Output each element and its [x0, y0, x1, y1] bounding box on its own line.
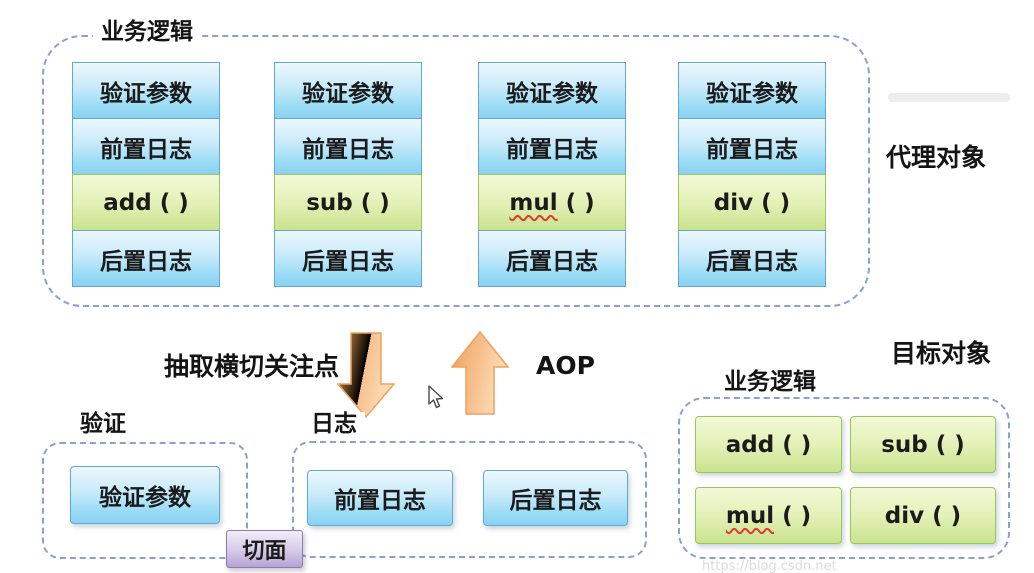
- aspect-badge: 切面: [226, 530, 303, 568]
- extract-crosscut-label: 抽取横切关注点: [164, 352, 340, 381]
- proxy-object-label: 代理对象: [886, 143, 987, 172]
- proxy-column-mul: 验证参数 前置日志 mul ( ) 后置日志: [478, 62, 626, 287]
- step-cell-label: 后置日志: [706, 248, 798, 275]
- method-cell: add ( ): [72, 174, 220, 231]
- method-suffix: ( ): [151, 189, 189, 216]
- method-suffix: ( ): [927, 431, 965, 458]
- method-cell: sub ( ): [274, 174, 422, 231]
- watermark-text: https://blog.csdn.net: [702, 559, 837, 573]
- method-cell: div ( ): [678, 174, 826, 231]
- post-log-label: 后置日志: [509, 488, 602, 514]
- target-method-add: add ( ): [695, 416, 842, 473]
- faint-watermark-smudge: [888, 93, 1010, 102]
- method-name: div: [884, 502, 925, 529]
- proxy-column-add: 验证参数 前置日志 add ( ) 后置日志: [72, 62, 220, 287]
- step-cell-label: 验证参数: [506, 80, 598, 107]
- step-cell: 验证参数: [72, 62, 220, 119]
- post-log-box: 后置日志: [483, 470, 628, 526]
- down-arrow-icon: [337, 332, 395, 419]
- method-name: mul: [509, 189, 558, 216]
- logging-group-frame: [292, 441, 647, 558]
- logging-group-label: 日志: [303, 411, 365, 438]
- method-name: sub: [306, 189, 353, 216]
- step-cell: 前置日志: [72, 118, 220, 175]
- method-name: div: [713, 189, 754, 216]
- pre-log-label: 前置日志: [334, 488, 426, 514]
- step-cell: 后置日志: [72, 230, 220, 287]
- method-suffix: ( ): [557, 189, 595, 216]
- method-suffix: ( ): [753, 189, 791, 216]
- method-suffix: ( ): [352, 189, 390, 216]
- proxy-column-div: 验证参数 前置日志 div ( ) 后置日志: [678, 62, 826, 287]
- step-cell: 前置日志: [478, 118, 626, 175]
- step-cell: 后置日志: [678, 230, 826, 287]
- target-method-mul: mul ( ): [695, 487, 842, 544]
- step-cell-label: 后置日志: [302, 248, 394, 275]
- target-group-label: 业务逻辑: [716, 369, 824, 396]
- step-cell-label: 验证参数: [302, 80, 394, 107]
- method-suffix: ( ): [774, 431, 812, 458]
- step-cell: 验证参数: [274, 62, 422, 119]
- proxy-group-frame: [42, 35, 870, 307]
- aop-label: AOP: [536, 351, 595, 380]
- step-cell: 前置日志: [274, 118, 422, 175]
- validate-params-label: 验证参数: [99, 485, 191, 511]
- step-cell-label: 前置日志: [100, 136, 192, 163]
- method-suffix: ( ): [924, 502, 962, 529]
- step-cell-label: 验证参数: [706, 80, 798, 107]
- method-cell: mul ( ): [478, 174, 626, 231]
- step-cell: 后置日志: [274, 230, 422, 287]
- method-suffix: ( ): [774, 502, 812, 529]
- step-cell: 验证参数: [478, 62, 626, 119]
- target-method-sub: sub ( ): [850, 416, 996, 473]
- target-method-div: div ( ): [850, 487, 996, 544]
- step-cell-label: 前置日志: [506, 136, 598, 163]
- proxy-column-sub: 验证参数 前置日志 sub ( ) 后置日志: [274, 62, 422, 287]
- step-cell: 验证参数: [678, 62, 826, 119]
- validation-group-frame: [42, 442, 248, 559]
- method-name: sub: [881, 431, 928, 458]
- step-cell-label: 前置日志: [706, 136, 798, 163]
- method-name: add: [725, 431, 775, 458]
- target-object-label: 目标对象: [891, 339, 992, 368]
- method-name: mul: [725, 502, 775, 529]
- step-cell: 后置日志: [478, 230, 626, 287]
- up-arrow-icon: [451, 331, 509, 415]
- proxy-group-label: 业务逻辑: [93, 19, 201, 46]
- step-cell-label: 后置日志: [100, 248, 192, 275]
- step-cell-label: 前置日志: [302, 136, 394, 163]
- mouse-cursor-icon: [428, 385, 444, 409]
- validate-params-box: 验证参数: [70, 466, 220, 524]
- step-cell-label: 后置日志: [506, 248, 598, 275]
- step-cell-label: 验证参数: [100, 80, 192, 107]
- target-group-frame: [678, 397, 1010, 559]
- method-name: add: [103, 189, 152, 216]
- pre-log-box: 前置日志: [307, 470, 453, 526]
- aspect-badge-label: 切面: [242, 539, 287, 564]
- validation-group-label: 验证: [72, 411, 134, 438]
- step-cell: 前置日志: [678, 118, 826, 175]
